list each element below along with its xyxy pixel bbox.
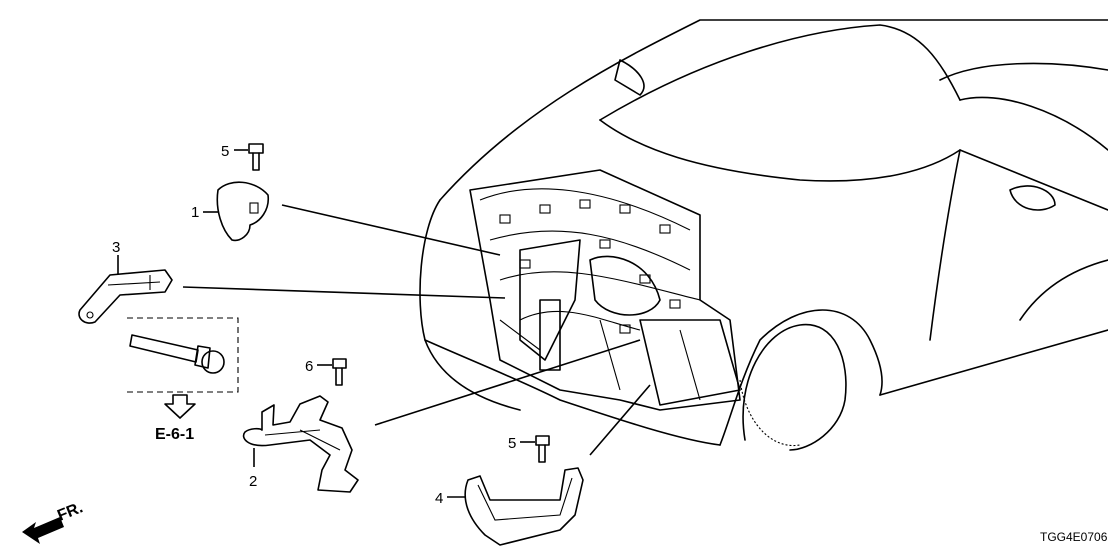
leader-part1 [281,204,501,256]
reference-bolt-box [127,317,239,393]
front-direction-arrow: FR. [22,499,85,544]
callout-6: 6 [305,358,313,375]
engine-assembly [469,169,741,411]
diagram-code: TGG4E0706 [1040,530,1108,544]
bolt-6: 6 [305,358,347,386]
callout-5-top: 5 [221,143,229,160]
callout-3: 3 [112,239,120,256]
leader-part3 [182,286,506,299]
reference-label: E-6-1 [155,426,194,443]
front-label: FR. [55,499,85,524]
reference-arrow: E-6-1 [155,394,196,443]
bolt-5-bottom: 5 [508,435,550,463]
bolt-5-top: 5 [221,143,264,171]
callout-4: 4 [435,490,443,507]
leader-part4 [589,384,651,456]
part-1-cover: 1 [191,181,270,242]
part-4-bracket: 4 [435,467,584,546]
part-3-bracket: 3 [78,239,173,324]
callout-2: 2 [249,473,257,490]
part-2-bracket: 2 [242,395,359,493]
vehicle-outline [419,19,1108,451]
callout-1: 1 [191,204,199,221]
callout-5-bottom: 5 [508,435,516,452]
leader-part2 [374,339,641,426]
